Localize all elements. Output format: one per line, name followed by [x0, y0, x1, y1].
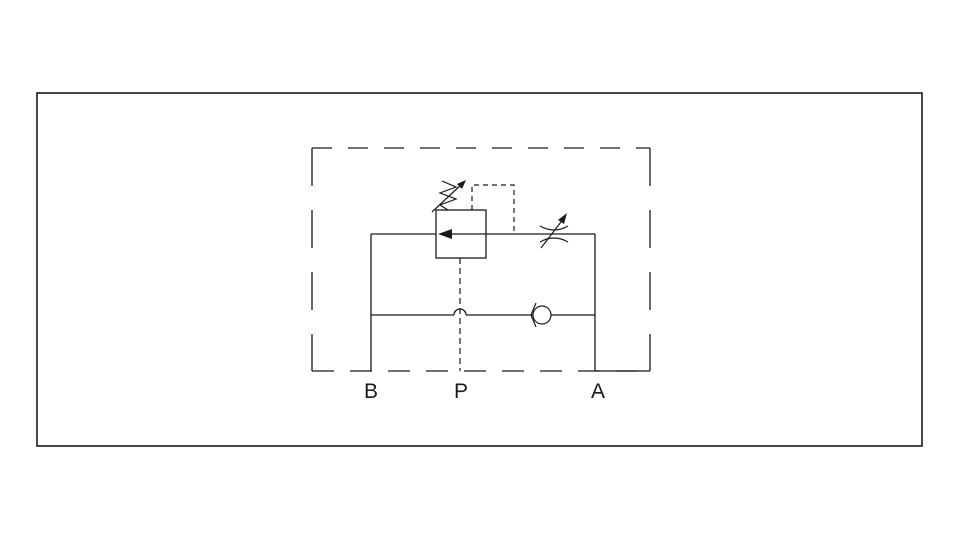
adjustable-throttle-icon	[539, 213, 569, 249]
adjustable-spring-icon	[431, 180, 466, 213]
check-valve-icon	[530, 302, 552, 328]
flow-lines	[370, 233, 650, 372]
port-p-label: P	[454, 380, 468, 403]
pilot-line-top	[471, 184, 515, 234]
valve-block-enclosure	[311, 147, 651, 372]
outer-frame	[36, 92, 923, 447]
pressure-relief-valve	[435, 209, 487, 259]
port-a-label: A	[591, 380, 605, 403]
flow-arrow-head	[438, 229, 452, 239]
port-b-label: B	[364, 380, 378, 403]
